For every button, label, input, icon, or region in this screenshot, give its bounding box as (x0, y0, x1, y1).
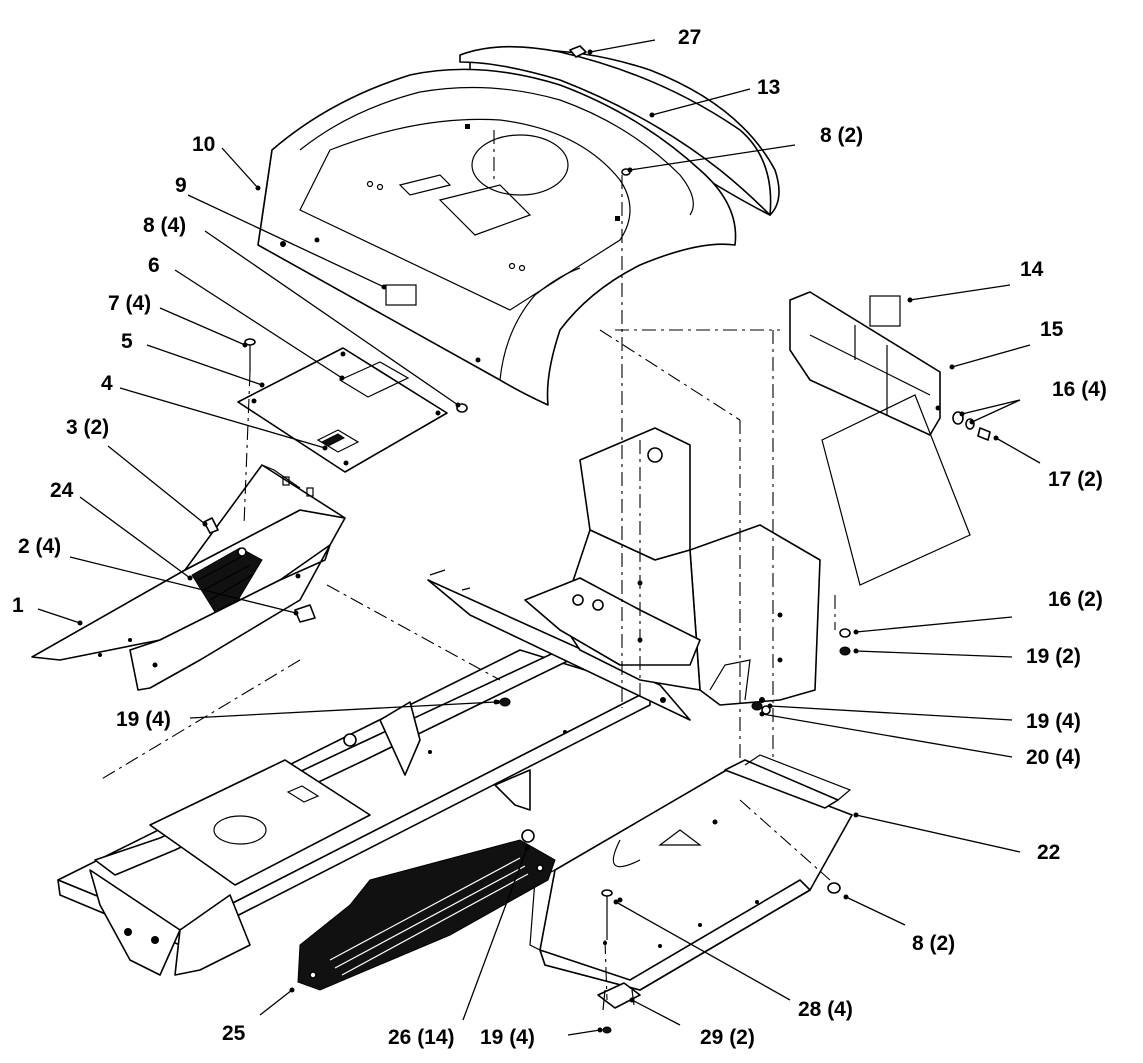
callout-19-4-right: 19 (4) (1026, 710, 1081, 733)
callout-9: 9 (175, 174, 187, 197)
footmat-part-25 (297, 829, 556, 991)
callout-13: 13 (757, 76, 780, 99)
callout-7-4: 7 (4) (108, 292, 151, 315)
callout-8-4: 8 (4) (143, 214, 186, 237)
callout-4: 4 (101, 372, 113, 395)
callout-19-4-bottom: 19 (4) (480, 1026, 535, 1049)
bolt-part-28 (601, 889, 613, 940)
clip-part-27 (569, 45, 587, 58)
callout-20-4: 20 (4) (1026, 746, 1081, 769)
hood-part-10 (257, 49, 780, 406)
callout-27: 27 (678, 26, 701, 49)
callout-25: 25 (222, 1022, 246, 1045)
callout-16-4: 16 (4) (1052, 378, 1107, 401)
footrest-part-22 (529, 754, 853, 991)
callout-28-4: 28 (4) (798, 998, 853, 1021)
clip-part-2 (294, 604, 316, 623)
rear-panel-part-15 (789, 291, 971, 586)
callout-19-2: 19 (2) (1026, 645, 1081, 668)
fender-seat-pan (427, 427, 821, 721)
frame-rails (57, 649, 651, 976)
bracket-part-29 (597, 982, 641, 1011)
screw-part-17 (977, 427, 991, 441)
leader-lines (37, 39, 1041, 1036)
callout-26-14: 26 (14) (388, 1026, 455, 1049)
screw-part-7 (244, 338, 256, 372)
callout-17-2: 17 (2) (1048, 468, 1103, 491)
dash-panel-part-5 (237, 347, 448, 473)
assembly-lines (99, 130, 836, 1001)
callout-29-2: 29 (2) (700, 1026, 755, 1049)
callout-16-2: 16 (2) (1048, 588, 1103, 611)
callout-24: 24 (50, 479, 74, 502)
callout-10: 10 (192, 133, 215, 156)
callout-6: 6 (148, 254, 160, 277)
callout-2-4: 2 (4) (18, 535, 61, 558)
callout-labels: 27 13 8 (2) 10 9 8 (4) 6 7 (4) 5 4 3 (2)… (12, 26, 1107, 1049)
callout-22: 22 (1037, 841, 1060, 864)
nut-part-19-20 (499, 646, 851, 1034)
screw-part-3 (203, 517, 219, 534)
bumper-strip-part-13 (459, 45, 772, 216)
decal-part-14 (869, 295, 901, 327)
callout-8-2-bottom: 8 (2) (912, 932, 955, 955)
callout-15: 15 (1040, 318, 1064, 341)
callout-19-4-left: 19 (4) (116, 708, 171, 731)
callout-3-2: 3 (2) (66, 416, 109, 439)
callout-5: 5 (121, 330, 133, 353)
callout-1: 1 (12, 594, 24, 617)
callout-14: 14 (1020, 258, 1044, 281)
footrest-part-1 (31, 464, 346, 691)
washer-part-16 (839, 411, 975, 638)
callout-8-2-top: 8 (2) (820, 124, 863, 147)
bracket-part-24 (191, 547, 263, 613)
